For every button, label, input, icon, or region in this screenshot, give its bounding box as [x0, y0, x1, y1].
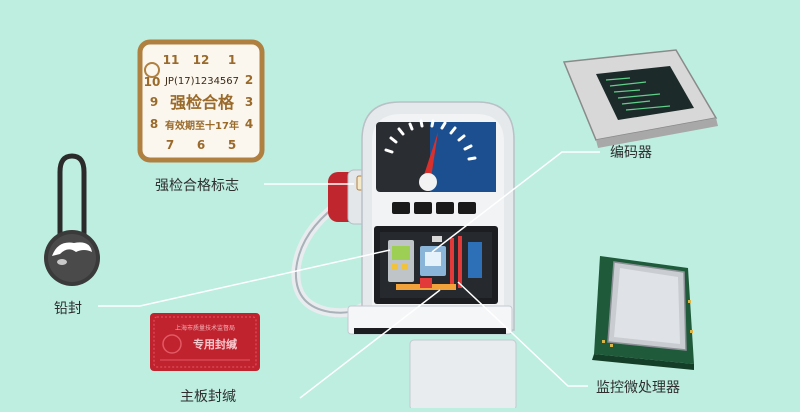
inspection-sticker: 11 12 1 10 9 8 2 3 4 7 6 5 JP(17)1234567… [137, 39, 265, 163]
sticker-num-top-1: 11 [163, 53, 180, 67]
leader-line-board-seal [299, 289, 441, 399]
fuel-dispenser-illustration [291, 101, 517, 411]
sticker-num-left-2: 9 [150, 95, 158, 109]
label-inspection-sticker: 强检合格标志 [155, 178, 239, 194]
lead-seal-illustration [44, 153, 100, 286]
label-board-seal: 主板封缄 [180, 389, 236, 405]
leader-line-lead-seal [98, 249, 391, 307]
label-cpu: 监控微处理器 [596, 380, 680, 396]
sticker-num-right-1: 2 [245, 73, 253, 87]
label-lead-seal: 铅封 [54, 301, 82, 317]
sticker-num-bottom-2: 6 [197, 138, 205, 152]
cpu-illustration [592, 256, 694, 370]
sticker-num-right-2: 3 [245, 95, 253, 109]
sticker-num-top-3: 1 [228, 53, 236, 67]
leader-line-cpu [457, 281, 588, 387]
seal-card-line2: 专用封缄 [193, 337, 237, 351]
sticker-num-left-3: 8 [150, 117, 158, 131]
leader-lines [98, 151, 600, 399]
sticker-num-bottom-3: 5 [228, 138, 236, 152]
sticker-num-top-2: 12 [193, 53, 210, 67]
seal-card-line1: 上海市质量技术监督局 [175, 324, 235, 332]
sticker-title: 强检合格 [170, 93, 235, 112]
sticker-num-right-3: 4 [245, 117, 253, 131]
label-encoder: 编码器 [610, 145, 652, 161]
sticker-validity: 有效期至十17年 [165, 119, 239, 132]
sticker-num-left-1: 10 [144, 75, 161, 89]
leader-line-encoder [431, 151, 600, 253]
board-seal-card: 上海市质量技术监督局 专用封缄 [150, 313, 260, 371]
sticker-num-bottom-1: 7 [166, 138, 174, 152]
encoder-illustration [562, 49, 718, 148]
sticker-code: JP(17)1234567 [164, 76, 239, 87]
